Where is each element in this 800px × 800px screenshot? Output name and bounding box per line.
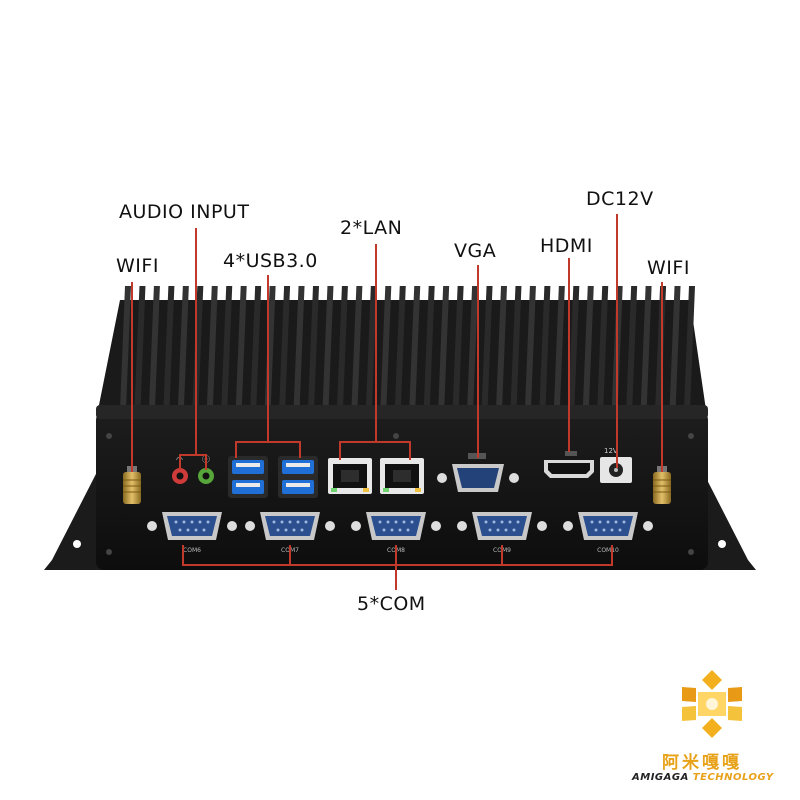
heatsink-fin [568, 286, 580, 410]
label-wifi-right: WIFI [647, 257, 690, 279]
heatsink-fin [539, 286, 551, 410]
heatsink-fin [380, 286, 392, 410]
heatsink-fin [322, 286, 334, 410]
heatsink-fin [365, 286, 377, 410]
label-audio-input: AUDIO INPUT [119, 201, 250, 223]
right-bracket-hole [718, 540, 726, 548]
com-silkscreen-label: COM10 [597, 547, 619, 554]
heatsink-fin [177, 286, 189, 410]
panel-screws [106, 433, 694, 555]
com-port: COM10 [563, 512, 653, 554]
heatsink-fin [496, 286, 507, 410]
heatsink-fin [510, 286, 522, 410]
heatsink-fin [553, 286, 565, 410]
heatsink-fin [120, 286, 131, 410]
left-bracket-hole [73, 540, 81, 548]
heatsink-fin [351, 286, 363, 410]
heatsink-fin [250, 286, 262, 410]
heatsink-fin [148, 286, 160, 410]
label-wifi-left: WIFI [116, 255, 159, 277]
heatsink-fin [669, 286, 681, 410]
vga-port [437, 453, 519, 492]
heatsink-fin [279, 286, 291, 410]
heatsink-fin [134, 286, 146, 410]
com-port: COM7 [245, 512, 335, 554]
heatsink-fin [640, 286, 652, 410]
label-hdmi: HDMI [540, 235, 593, 257]
heatsink-fin [481, 286, 493, 410]
lan-ports [328, 458, 424, 494]
dc-power-jack: 12V [600, 447, 632, 483]
usb3-ports [228, 456, 318, 498]
com-silkscreen-label: COM6 [183, 547, 201, 554]
heatsink-fin [655, 286, 667, 410]
left-mounting-bracket-plate [44, 470, 104, 570]
brand-logo-icon [682, 670, 742, 738]
com-port: COM8 [351, 512, 441, 554]
heatsink-fin [524, 286, 536, 410]
com-port: COM6 [147, 512, 237, 554]
heatsink-fin [206, 286, 218, 410]
brand-name-english: AMIGAGA TECHNOLOGY [632, 772, 774, 783]
heatsink-fin [423, 286, 435, 410]
label-vga: VGA [454, 240, 497, 262]
heatsink-fin [163, 286, 175, 410]
heatsink-fin [626, 286, 638, 410]
chassis-top-lip [96, 405, 708, 419]
heatsink-fin [684, 286, 695, 410]
heatsink-fin [467, 286, 479, 410]
heatsink-fin [308, 286, 319, 410]
label-4-usb3: 4*USB3.0 [223, 250, 318, 272]
heatsink-fins [98, 286, 706, 410]
hdmi-port [544, 451, 594, 478]
heatsink-fin [293, 286, 305, 410]
heatsink-fin [394, 286, 406, 410]
brand-name-a: AMIGAGA [632, 772, 689, 783]
heatsink-fin [336, 286, 348, 410]
label-2-lan: 2*LAN [340, 217, 403, 239]
heatsink-fin [438, 286, 450, 410]
heatsink-fin [582, 286, 594, 410]
brand-name-b: TECHNOLOGY [692, 772, 774, 783]
callout-lines [131, 214, 663, 590]
heatsink-fin [409, 286, 421, 410]
label-5-com: 5*COM [357, 593, 426, 615]
com-port: COM9 [457, 512, 547, 554]
heatsink-fin [235, 286, 247, 410]
right-mounting-bracket-plate [696, 470, 756, 570]
brand-name-chinese: 阿米嘎嘎 [662, 753, 742, 773]
dc-silkscreen: 12V [604, 447, 618, 455]
heatsink-fin [452, 286, 464, 410]
heatsink-fin [221, 286, 233, 410]
label-dc12v: DC12V [586, 188, 654, 210]
heatsink-fin [597, 286, 609, 410]
